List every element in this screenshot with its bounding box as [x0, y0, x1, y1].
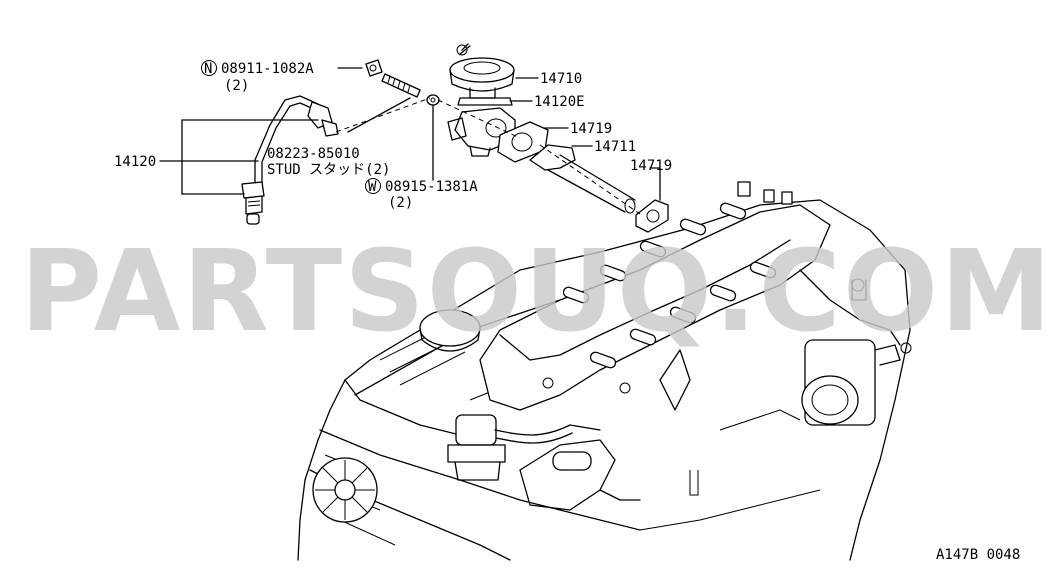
- nut-symbol-icon: [201, 60, 217, 76]
- engine-assembly: [297, 181, 912, 561]
- gasket-lower: [635, 199, 669, 233]
- part-qty-washer: (2): [388, 195, 413, 211]
- part-number-14719-upper: 14719: [570, 121, 612, 137]
- part-number-14719-lower: 14719: [630, 158, 672, 174]
- watermark-text: PARTSOUQ.COM: [20, 227, 1045, 357]
- washer-symbol: W: [368, 179, 377, 195]
- part-number-14710: 14710: [540, 71, 582, 87]
- part-number-nut: 08911-1082A: [221, 61, 314, 77]
- diagram-reference: A147B 0048: [936, 547, 1020, 563]
- part-labels: N 08911-1082A (2) 08223-85010 STUD スタッド(…: [114, 60, 1020, 563]
- nut-stud-washer: [365, 59, 440, 106]
- part-number-14120e: 14120E: [534, 94, 585, 110]
- leader-lines: [159, 67, 661, 215]
- egr-pipe: [529, 144, 636, 214]
- sensor-pipe: [241, 95, 339, 225]
- washer-symbol-icon: [365, 178, 381, 194]
- part-desc-stud: STUD スタッド(2): [267, 162, 390, 178]
- part-number-14120: 14120: [114, 154, 156, 170]
- part-number-14711: 14711: [594, 139, 636, 155]
- nut-symbol: N: [204, 61, 212, 77]
- part-number-stud: 08223-85010: [267, 146, 360, 162]
- part-qty-nut: (2): [224, 78, 249, 94]
- part-number-washer: 08915-1381A: [385, 179, 478, 195]
